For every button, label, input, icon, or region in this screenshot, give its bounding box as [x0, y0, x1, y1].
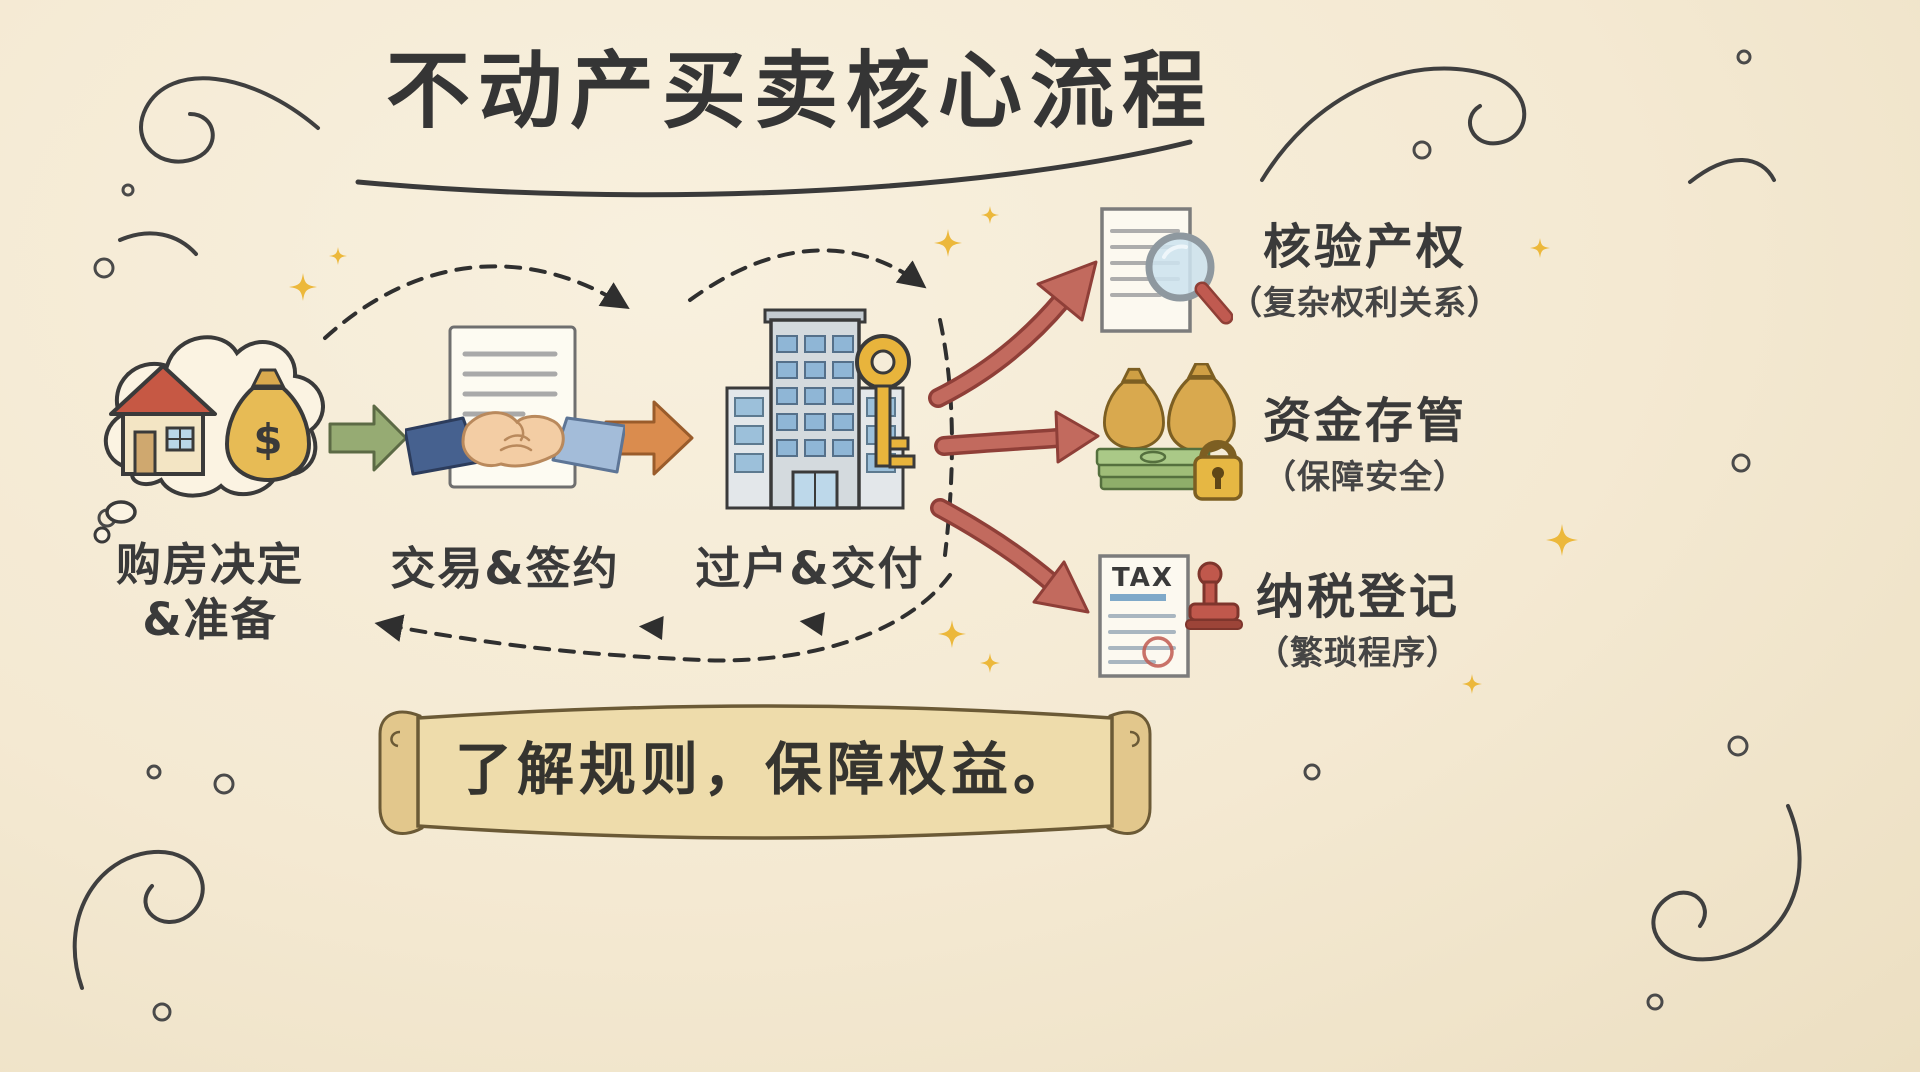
- outcome-funds-subtitle: （保障安全）: [1263, 456, 1467, 496]
- sparkle-icon: [1530, 238, 1550, 258]
- padlock-icon: [1193, 440, 1243, 501]
- cloud-tail-bubble: [93, 526, 111, 544]
- doodle-circle: [1736, 49, 1752, 65]
- outcome-verify: 核验产权 （复杂权利关系）: [1210, 218, 1520, 323]
- step1-label: 购房决定 &准备: [60, 538, 360, 648]
- tax-label-text: TAX: [1112, 563, 1174, 593]
- outcome-verify-subtitle: （复杂权利关系）: [1229, 282, 1501, 322]
- tax-stamp-icon: TAX: [1098, 552, 1243, 680]
- banner-roll-left: [378, 710, 424, 835]
- outcome-tax-title: 纳税登记: [1255, 569, 1460, 625]
- house-icon: [109, 364, 217, 476]
- page-title: 不动产买卖核心流程: [385, 42, 1214, 140]
- outcome-funds: 资金存管 （保障安全）: [1215, 392, 1515, 497]
- sparkle-icon: [1546, 524, 1578, 556]
- banner-scroll: [360, 690, 1170, 855]
- outcome-funds-title: 资金存管: [1262, 393, 1467, 449]
- outcome-tax: 纳税登记 （繁琐程序）: [1208, 568, 1508, 673]
- doodle-swirl-top-right-accent: [1688, 158, 1776, 184]
- dashed-line-building-side: [938, 318, 954, 557]
- doodle-circle: [1303, 763, 1321, 781]
- sparkle-icon: [1462, 674, 1482, 694]
- doodle-circle: [146, 764, 162, 780]
- red-arrow-to-funds-icon: [934, 410, 1100, 464]
- money-bag-small-icon: [1166, 363, 1236, 454]
- cloud-tail-bubble: [105, 500, 137, 524]
- thought-cloud-icon: $: [85, 298, 325, 548]
- doodle-circle: [1646, 993, 1664, 1011]
- rubber-stamp: [1185, 561, 1243, 630]
- red-arrow-to-tax-icon: [930, 498, 1090, 614]
- right-sleeve: [551, 416, 625, 474]
- banner-roll-right: [1106, 710, 1152, 835]
- doodle-circle: [152, 1002, 172, 1022]
- magnifier-lens: [1145, 232, 1215, 302]
- step3-label: 过户&交付: [695, 542, 925, 595]
- step2-label: 交易&签约: [390, 542, 620, 595]
- doodle-circle: [1731, 453, 1751, 473]
- doodle-swirl-top-left-accent: [118, 231, 198, 256]
- funds-lock-icon: [1095, 363, 1250, 508]
- doodle-swirl-bottom-right: [1651, 804, 1802, 962]
- outcome-tax-subtitle: （繁琐程序）: [1256, 632, 1460, 672]
- cash-stack-icon: [1095, 447, 1211, 491]
- money-bag-small-icon: [1102, 367, 1165, 450]
- sparkle-icon: [289, 273, 317, 301]
- step1-label-line2: &准备: [142, 592, 278, 646]
- clasped-hands: [461, 411, 565, 468]
- green-arrow-icon: [328, 404, 408, 472]
- handshake-contract-icon: [405, 322, 625, 534]
- banner-band: [416, 704, 1114, 840]
- doodle-circle: [213, 773, 235, 795]
- banner-text: 了解规则，保障权益。: [455, 737, 1075, 803]
- doodle-circle: [1412, 140, 1432, 160]
- doodle-circle: [121, 183, 135, 197]
- outcome-verify-title: 核验产权: [1262, 219, 1467, 275]
- step1-label-line1: 购房决定: [115, 538, 304, 591]
- sparkle-icon: [329, 247, 347, 265]
- title-underline-swoosh: [355, 139, 1193, 198]
- document-magnifier-icon: [1098, 205, 1233, 340]
- sparkle-icon: [980, 653, 1000, 673]
- sparkle-icon: [938, 620, 966, 648]
- key-icon: [845, 330, 920, 490]
- money-bag-icon: $: [224, 368, 312, 483]
- return-loop-arrowheads: [638, 612, 825, 640]
- sparkle-icon: [934, 229, 962, 257]
- magnifier-handle: [1197, 284, 1231, 322]
- sparkle-icon: [981, 206, 999, 224]
- stamp-mark: [1142, 636, 1174, 668]
- doodle-circle: [1727, 735, 1749, 757]
- dashed-arrow-contract-to-building: [688, 248, 927, 302]
- doodle-swirl-bottom-left: [72, 849, 205, 990]
- doodle-circle: [93, 257, 115, 279]
- red-arrow-to-verify-icon: [928, 260, 1098, 408]
- dollar-symbol: $: [253, 415, 282, 464]
